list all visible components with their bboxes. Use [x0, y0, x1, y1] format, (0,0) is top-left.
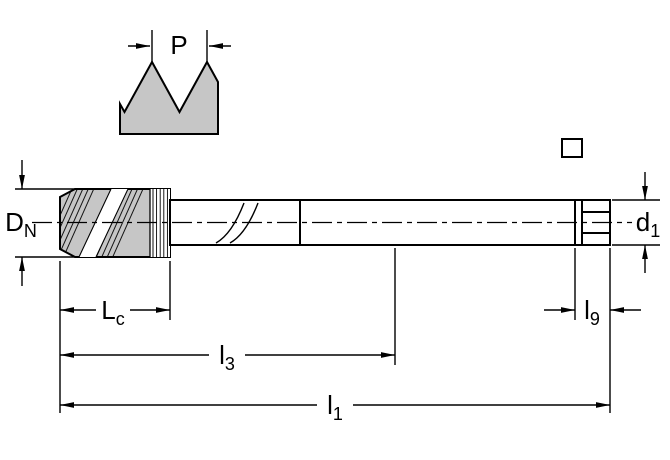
lc-label: Lc: [101, 295, 124, 329]
l3-label-bg: [209, 343, 245, 367]
l3-label: l3: [219, 340, 235, 374]
l1-label-bg: [317, 393, 353, 417]
dimension-chamfer-length: Lc: [60, 295, 170, 329]
dimension-nominal-diameter: DN: [5, 160, 75, 286]
d1-label: d1: [636, 207, 660, 241]
dn-label: DN: [5, 207, 37, 241]
thread-profile-detail: P: [119, 30, 231, 135]
thread-profile-shape: [119, 59, 219, 135]
l1-label: l1: [327, 390, 343, 424]
dimension-square-length: l9: [544, 295, 641, 329]
flute-runout-curve-1: [215, 202, 245, 244]
dimension-shank-diameter: d1: [612, 172, 660, 273]
square-drive-icon: [561, 138, 583, 158]
tap-body: [32, 188, 632, 258]
dimension-neck-length: l3: [60, 340, 395, 374]
dimension-overall-length: l1: [60, 390, 610, 424]
extension-lines-bottom: [59, 248, 611, 413]
flute-runout-curve-2: [229, 202, 259, 244]
pitch-label: P: [170, 30, 187, 60]
l9-label: l9: [584, 295, 600, 329]
lc-label-bg: [96, 298, 130, 322]
thread-runout-hatch: [150, 189, 170, 257]
